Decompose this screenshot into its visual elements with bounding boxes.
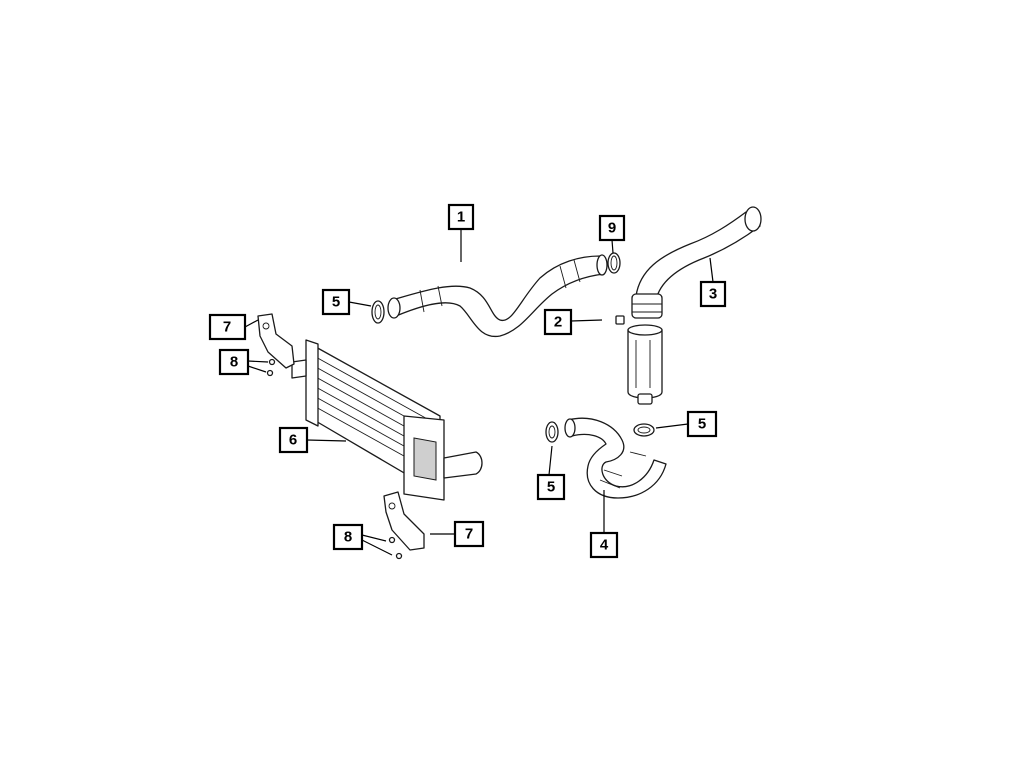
- callout-5-right: 5: [686, 410, 718, 438]
- callout-7-upper-label: 7: [223, 319, 231, 336]
- callout-1: 1: [447, 203, 475, 231]
- callout-5-lower-left: 5: [536, 473, 566, 501]
- callout-9-label: 9: [608, 220, 616, 237]
- callout-5-right-label: 5: [698, 416, 706, 433]
- callout-3-label: 3: [709, 286, 717, 303]
- callout-6-label: 6: [289, 432, 297, 449]
- part-8-bolts-upper: [266, 358, 276, 377]
- part-7-bracket-upper: [257, 313, 295, 369]
- callout-7-upper: 7: [208, 313, 247, 341]
- part-9-o-ring: [607, 252, 621, 274]
- part-6-intercooler: [291, 339, 483, 501]
- callout-4-label: 4: [600, 537, 609, 554]
- callout-7-lower: 7: [453, 520, 485, 548]
- callout-2-label: 2: [554, 314, 562, 331]
- part-5-clamp-right: [633, 423, 655, 437]
- part-5-clamp-upper: [371, 300, 385, 324]
- callout-2: 2: [543, 308, 573, 336]
- callout-8-upper: 8: [218, 348, 250, 376]
- callout-9: 9: [598, 214, 626, 242]
- callout-8-upper-label: 8: [230, 354, 238, 371]
- callout-8-lower: 8: [332, 523, 364, 551]
- part-4-lower-elbow-duct: [564, 417, 667, 499]
- part-3-outlet-duct: [627, 206, 762, 405]
- callout-8-lower-label: 8: [344, 529, 352, 546]
- callout-3: 3: [699, 280, 727, 308]
- part-1-charge-air-duct: [387, 254, 608, 337]
- callout-1-label: 1: [457, 209, 465, 226]
- callout-5-lower-left-label: 5: [547, 479, 555, 496]
- part-2-sensor: [615, 315, 625, 325]
- part-7-bracket-lower: [383, 491, 425, 551]
- callout-7-lower-label: 7: [465, 526, 473, 543]
- callout-5-upper-label: 5: [332, 294, 340, 311]
- part-8-bolts-lower: [388, 536, 403, 560]
- callout-5-upper: 5: [321, 288, 351, 316]
- callout-4: 4: [589, 531, 619, 559]
- leader-lines: [244, 229, 714, 556]
- part-5-clamp-lower-left: [545, 421, 559, 443]
- callout-6: 6: [278, 426, 309, 454]
